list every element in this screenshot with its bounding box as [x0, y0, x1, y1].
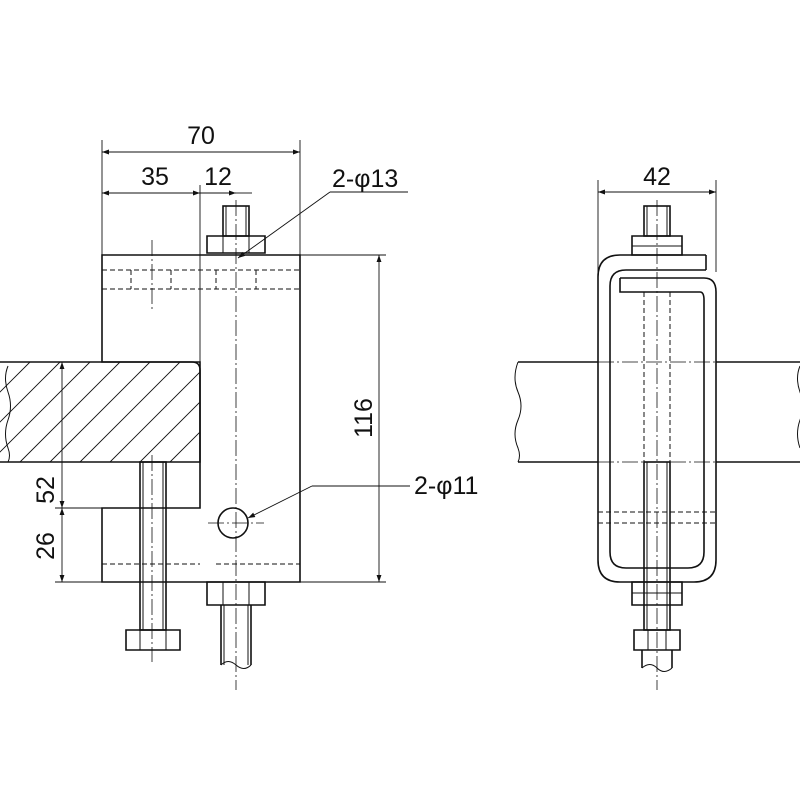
upper-hidden-holes: [102, 269, 300, 290]
dim-35-label: 35: [141, 163, 169, 191]
beam-hatching: [0, 362, 200, 462]
leader-2-phi13: 2-φ13: [237, 165, 408, 259]
label-2-phi11: 2-φ11: [414, 472, 478, 500]
side-beam-profile: [514, 361, 800, 463]
dim-42-label: 42: [643, 163, 671, 191]
side-top-bolt: [631, 205, 683, 256]
dim-116-label: 116: [350, 398, 378, 438]
leader-2-phi11: 2-φ11: [247, 472, 478, 519]
label-2-phi13: 2-φ13: [332, 165, 398, 193]
dimension-70: 70: [101, 122, 301, 255]
dim-52-label: 52: [32, 476, 60, 504]
dim-12-label: 12: [204, 163, 232, 191]
set-screw-bolt: [125, 461, 181, 651]
side-set-screw: [631, 461, 683, 672]
dimension-52-26: 52 26: [32, 362, 102, 583]
side-clamp-body: [597, 254, 717, 583]
side-view: 42: [514, 163, 800, 690]
side-hole-circle: [217, 507, 249, 539]
top-hanger-bolt: [206, 205, 266, 254]
dim-26-label: 26: [32, 532, 60, 560]
dimension-42: 42: [597, 163, 717, 272]
front-view: 70 35 12 2-φ13 116 2-φ11: [0, 122, 478, 690]
clamp-body: [101, 254, 301, 583]
dim-70-label: 70: [187, 122, 215, 150]
dimension-35-12: 35 12: [102, 163, 252, 362]
bottom-nut-and-rod: [206, 581, 266, 669]
beam-section: [0, 361, 201, 463]
dimension-116: 116: [300, 254, 386, 583]
centerlines: [151, 200, 264, 690]
